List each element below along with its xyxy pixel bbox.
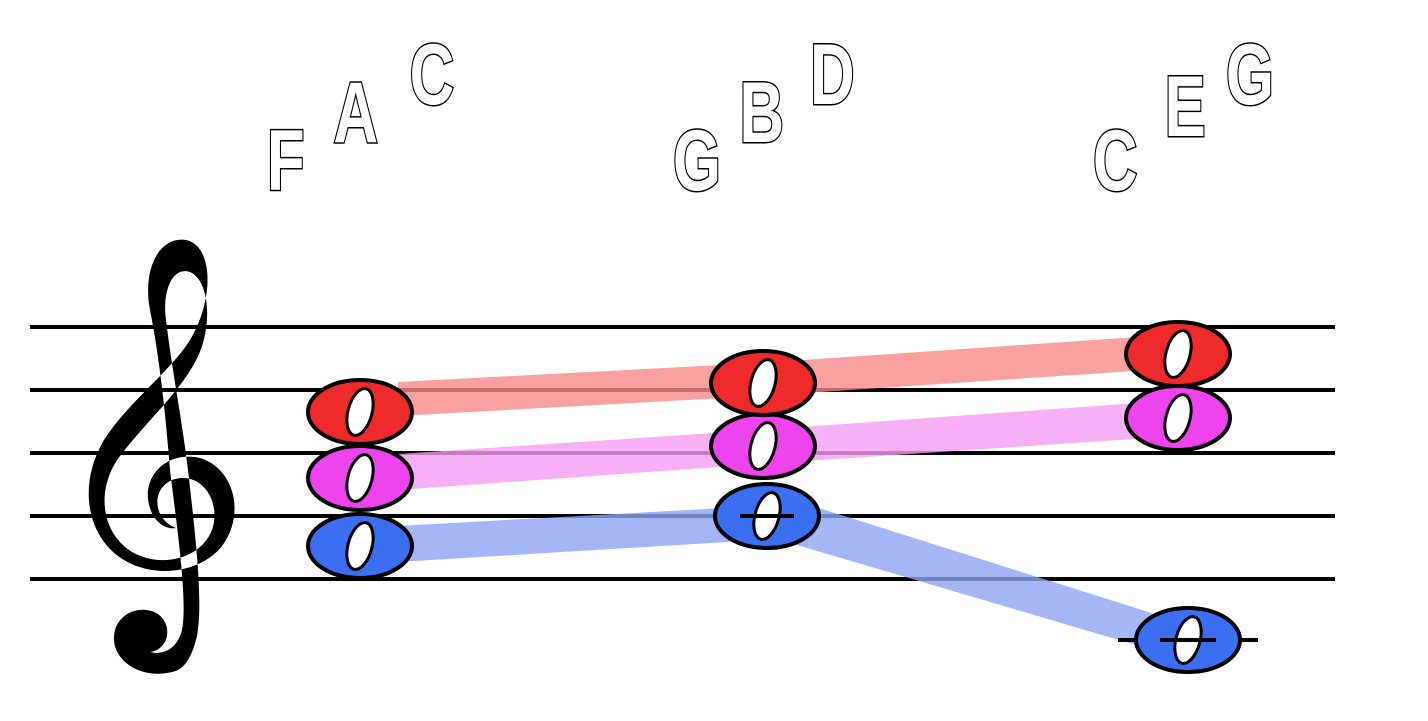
chord-3-notes — [1118, 320, 1258, 674]
note-hole — [345, 521, 375, 571]
note-hole — [748, 421, 778, 471]
note-hole — [748, 358, 778, 408]
root-voice-line-2 — [760, 502, 1180, 658]
chord-labels: F A C G B D C E G — [266, 25, 1276, 210]
chord-3-letter-1: C — [1093, 112, 1138, 208]
chord-1-notes — [306, 378, 414, 580]
note-hole — [1163, 329, 1193, 379]
chord-1-letter-2: A — [333, 64, 378, 160]
note-hole — [1163, 393, 1193, 443]
chord-1-letter-3: C — [410, 26, 455, 122]
chord-3-letter-3: G — [1226, 26, 1274, 122]
chord-2-letter-3: D — [810, 26, 855, 122]
chord-2-notes — [709, 349, 821, 550]
note-hole — [345, 387, 375, 437]
chord-3-letter-2: E — [1164, 58, 1205, 154]
treble-clef-icon — [88, 239, 235, 674]
root-voice-line-1 — [398, 506, 760, 562]
note-hole — [345, 453, 375, 503]
chord-2-letter-1: G — [673, 112, 721, 208]
chord-2-letter-2: B — [739, 64, 784, 160]
chord-1-letter-1: F — [267, 112, 305, 208]
